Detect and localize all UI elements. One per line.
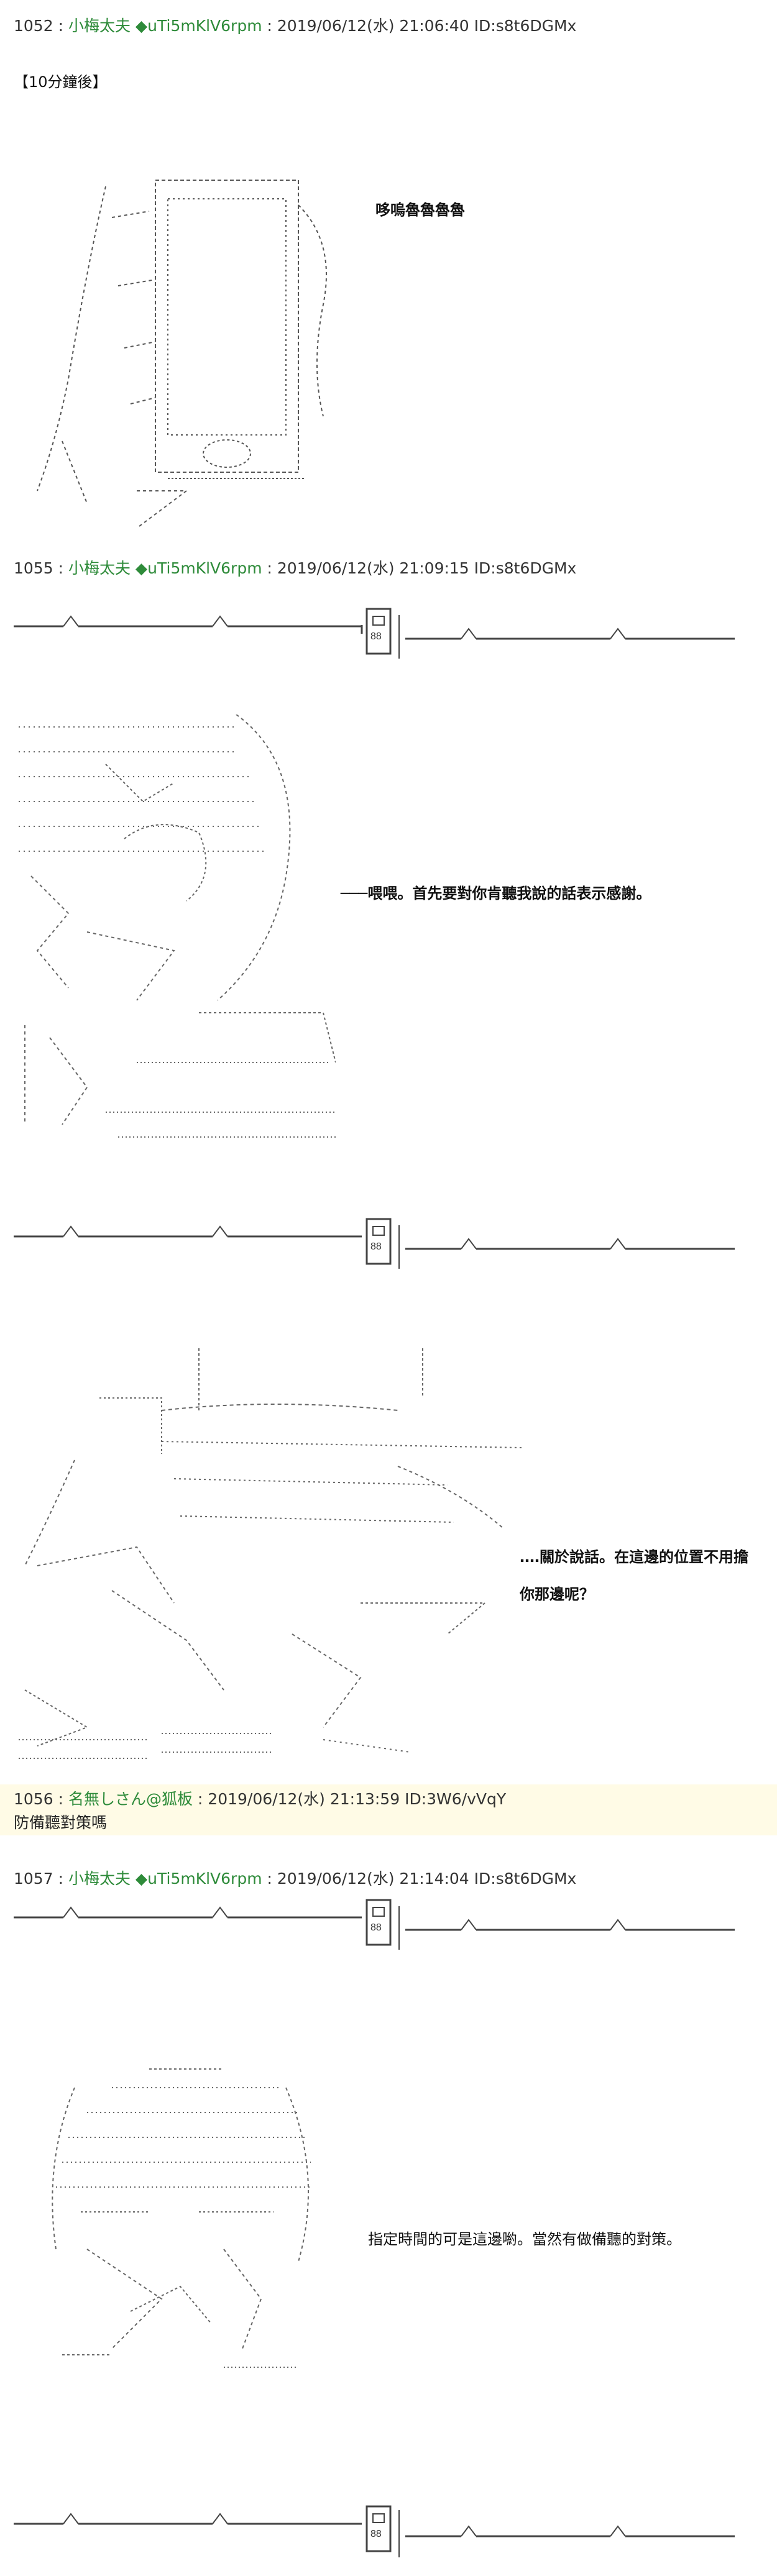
poster-id[interactable]: ID:s8t6DGMx — [474, 1870, 577, 1888]
poster-name: 名無しさん@狐板 — [68, 1790, 193, 1808]
post-datetime: 2019/06/12(水) 21:13:59 — [208, 1790, 400, 1808]
post-datetime: 2019/06/12(水) 21:06:40 — [277, 17, 469, 35]
separator-glyph: 88 — [370, 2529, 382, 2539]
separator-glyph: 88 — [370, 631, 382, 642]
poster-id[interactable]: ID:s8t6DGMx — [474, 17, 577, 35]
post-header-1052: 1052 : 小梅太夫 ◆uTi5mKlV6rpm : 2019/06/12(水… — [14, 17, 577, 35]
poster-name: 小梅太夫 — [68, 559, 131, 577]
ascii-art-hand-phone — [12, 143, 361, 528]
ascii-separator: 88 — [14, 1213, 747, 1272]
poster-trip: ◆uTi5mKlV6rpm — [135, 559, 262, 577]
post-line: 指定時間的可是這邊喲。當然有做備聽的對策。 — [368, 2231, 681, 2248]
ascii-art-two-characters — [12, 1342, 522, 1765]
ascii-art-person-calling — [12, 715, 336, 1149]
poster-id[interactable]: ID:3W6/vVqY — [405, 1790, 507, 1808]
post-number[interactable]: 1055 — [14, 559, 53, 577]
post-number[interactable]: 1056 — [14, 1790, 53, 1808]
post-highlight-1056 — [0, 1784, 777, 1835]
post-header-1055: 1055 : 小梅太夫 ◆uTi5mKlV6rpm : 2019/06/12(水… — [14, 559, 577, 577]
ascii-separator: 88 — [14, 2498, 747, 2563]
ascii-art-hooded-figure — [37, 2063, 323, 2386]
poster-name: 小梅太夫 — [68, 17, 131, 35]
separator-glyph: 88 — [370, 1241, 382, 1252]
separator-glyph: 88 — [370, 1922, 382, 1933]
post-datetime: 2019/06/12(水) 21:14:04 — [277, 1870, 469, 1888]
post-datetime: 2019/06/12(水) 21:09:15 — [277, 559, 469, 577]
post-line: 防備聽對策嗎 — [14, 1814, 108, 1832]
post-line: ‥‥關於說話。在這邊的位置不用擔 — [520, 1548, 749, 1566]
poster-trip: ◆uTi5mKlV6rpm — [135, 1870, 262, 1888]
post-line: ───喂喂。首先要對你肯聽我說的話表示感謝。 — [341, 885, 651, 902]
post-header-1057: 1057 : 小梅太夫 ◆uTi5mKlV6rpm : 2019/06/12(水… — [14, 1870, 577, 1888]
post-header-1056: 1056 : 名無しさん@狐板 : 2019/06/12(水) 21:13:59… — [14, 1790, 507, 1808]
post-number[interactable]: 1057 — [14, 1870, 53, 1888]
poster-id[interactable]: ID:s8t6DGMx — [474, 559, 577, 577]
post-line: 你那邊呢？ — [520, 1586, 594, 1603]
poster-name: 小梅太夫 — [68, 1870, 131, 1888]
post-line: 【10分鐘後】 — [14, 73, 108, 91]
ascii-separator: 88 — [14, 603, 747, 662]
post-line: 哆嗚魯魯魯魯 — [375, 201, 465, 219]
post-number[interactable]: 1052 — [14, 17, 53, 35]
ascii-separator: 88 — [14, 1894, 747, 1953]
poster-trip: ◆uTi5mKlV6rpm — [135, 17, 262, 35]
